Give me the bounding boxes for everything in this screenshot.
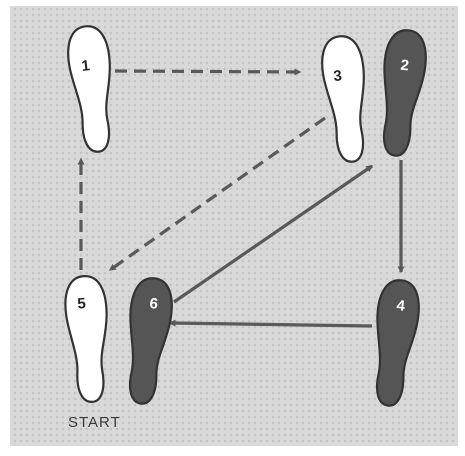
step-number-6: 6 — [149, 295, 159, 313]
step-number-1: 1 — [81, 57, 91, 75]
step-number-5: 5 — [77, 295, 87, 313]
step-number-2: 2 — [400, 57, 410, 75]
start-label: START — [68, 414, 121, 431]
step-number-3: 3 — [333, 67, 343, 85]
